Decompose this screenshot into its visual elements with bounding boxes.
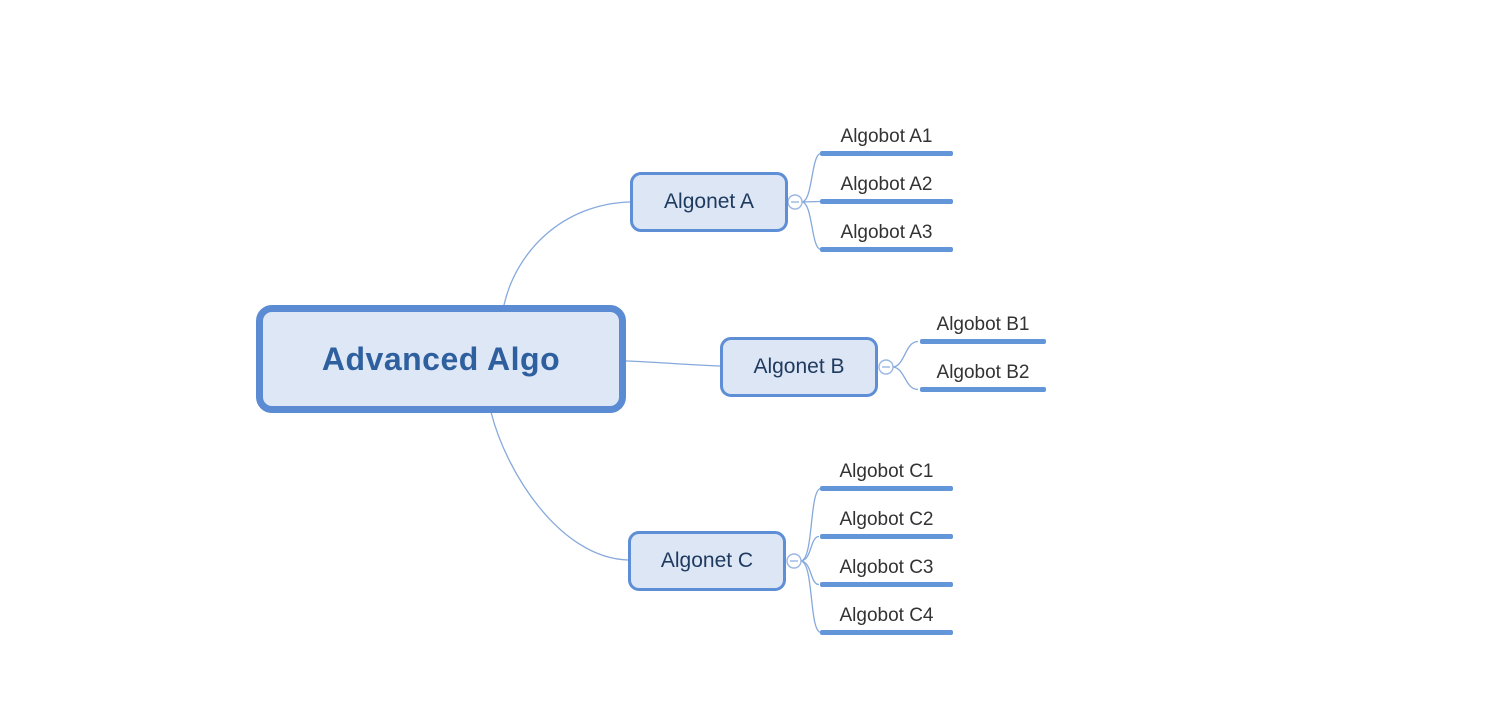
leaf-topic-algobot-b1[interactable]: Algobot B1 xyxy=(920,308,1046,344)
leaf-topic-algobot-c3[interactable]: Algobot C3 xyxy=(820,551,953,587)
leaf-topic-underline xyxy=(820,486,953,491)
connector-a-to-a1 xyxy=(801,152,822,203)
leaf-topic-algobot-b2[interactable]: Algobot B2 xyxy=(920,356,1046,392)
root-topic-label: Advanced Algo xyxy=(321,340,561,377)
leaf-topic-underline xyxy=(920,339,1046,344)
branch-topic-label: Algonet C xyxy=(660,549,754,572)
leaf-topic-label: Algobot A3 xyxy=(840,222,933,243)
collapse-toggle-branch-a-minus-icon[interactable] xyxy=(787,194,803,210)
leaf-topic-algobot-a3[interactable]: Algobot A3 xyxy=(820,216,953,252)
branch-topic-algonet-c[interactable]: Algonet C xyxy=(628,531,786,591)
leaf-topic-algobot-c4[interactable]: Algobot C4 xyxy=(820,599,953,635)
connector-c-to-c3 xyxy=(800,560,820,586)
leaf-topic-underline xyxy=(820,630,953,635)
leaf-topic-label: Algobot C1 xyxy=(839,461,934,482)
connector-root-to-b xyxy=(625,360,721,367)
leaf-topic-underline xyxy=(820,534,953,539)
leaf-topic-algobot-a1[interactable]: Algobot A1 xyxy=(820,120,953,156)
connector-a-to-a2 xyxy=(801,200,821,203)
branch-topic-label: Algonet B xyxy=(753,355,845,378)
leaf-topic-label: Algobot B2 xyxy=(936,362,1030,383)
leaf-topic-label: Algobot B1 xyxy=(936,314,1030,335)
connector-b-to-b2 xyxy=(892,366,919,391)
connector-c-to-c4 xyxy=(800,560,822,634)
leaf-topic-underline xyxy=(820,247,953,252)
branch-topic-algonet-b[interactable]: Algonet B xyxy=(720,337,878,397)
connector-root-to-a xyxy=(503,201,631,306)
leaf-topic-label: Algobot A2 xyxy=(840,174,933,195)
leaf-topic-label: Algobot C4 xyxy=(839,605,934,626)
connector-c-to-c2 xyxy=(800,535,820,562)
branch-topic-algonet-a[interactable]: Algonet A xyxy=(630,172,788,232)
leaf-topic-underline xyxy=(820,151,953,156)
connector-a-to-a3 xyxy=(801,201,822,251)
leaf-topic-underline xyxy=(820,199,953,204)
leaf-topic-label: Algobot C2 xyxy=(839,509,934,530)
collapse-toggle-branch-c-minus-icon[interactable] xyxy=(786,553,802,569)
leaf-topic-underline xyxy=(820,582,953,587)
leaf-topic-algobot-c2[interactable]: Algobot C2 xyxy=(820,503,953,539)
leaf-topic-algobot-a2[interactable]: Algobot A2 xyxy=(820,168,953,204)
collapse-toggle-branch-b-minus-icon[interactable] xyxy=(878,359,894,375)
leaf-topic-algobot-c1[interactable]: Algobot C1 xyxy=(820,455,953,491)
connector-root-to-c xyxy=(490,411,629,561)
leaf-topic-label: Algobot A1 xyxy=(840,126,933,147)
connector-b-to-b1 xyxy=(892,340,919,368)
leaf-topic-underline xyxy=(920,387,1046,392)
branch-topic-label: Algonet A xyxy=(664,190,754,213)
connector-c-to-c1 xyxy=(800,487,822,562)
leaf-topic-label: Algobot C3 xyxy=(839,557,934,578)
root-topic[interactable]: Advanced Algo xyxy=(256,305,626,413)
